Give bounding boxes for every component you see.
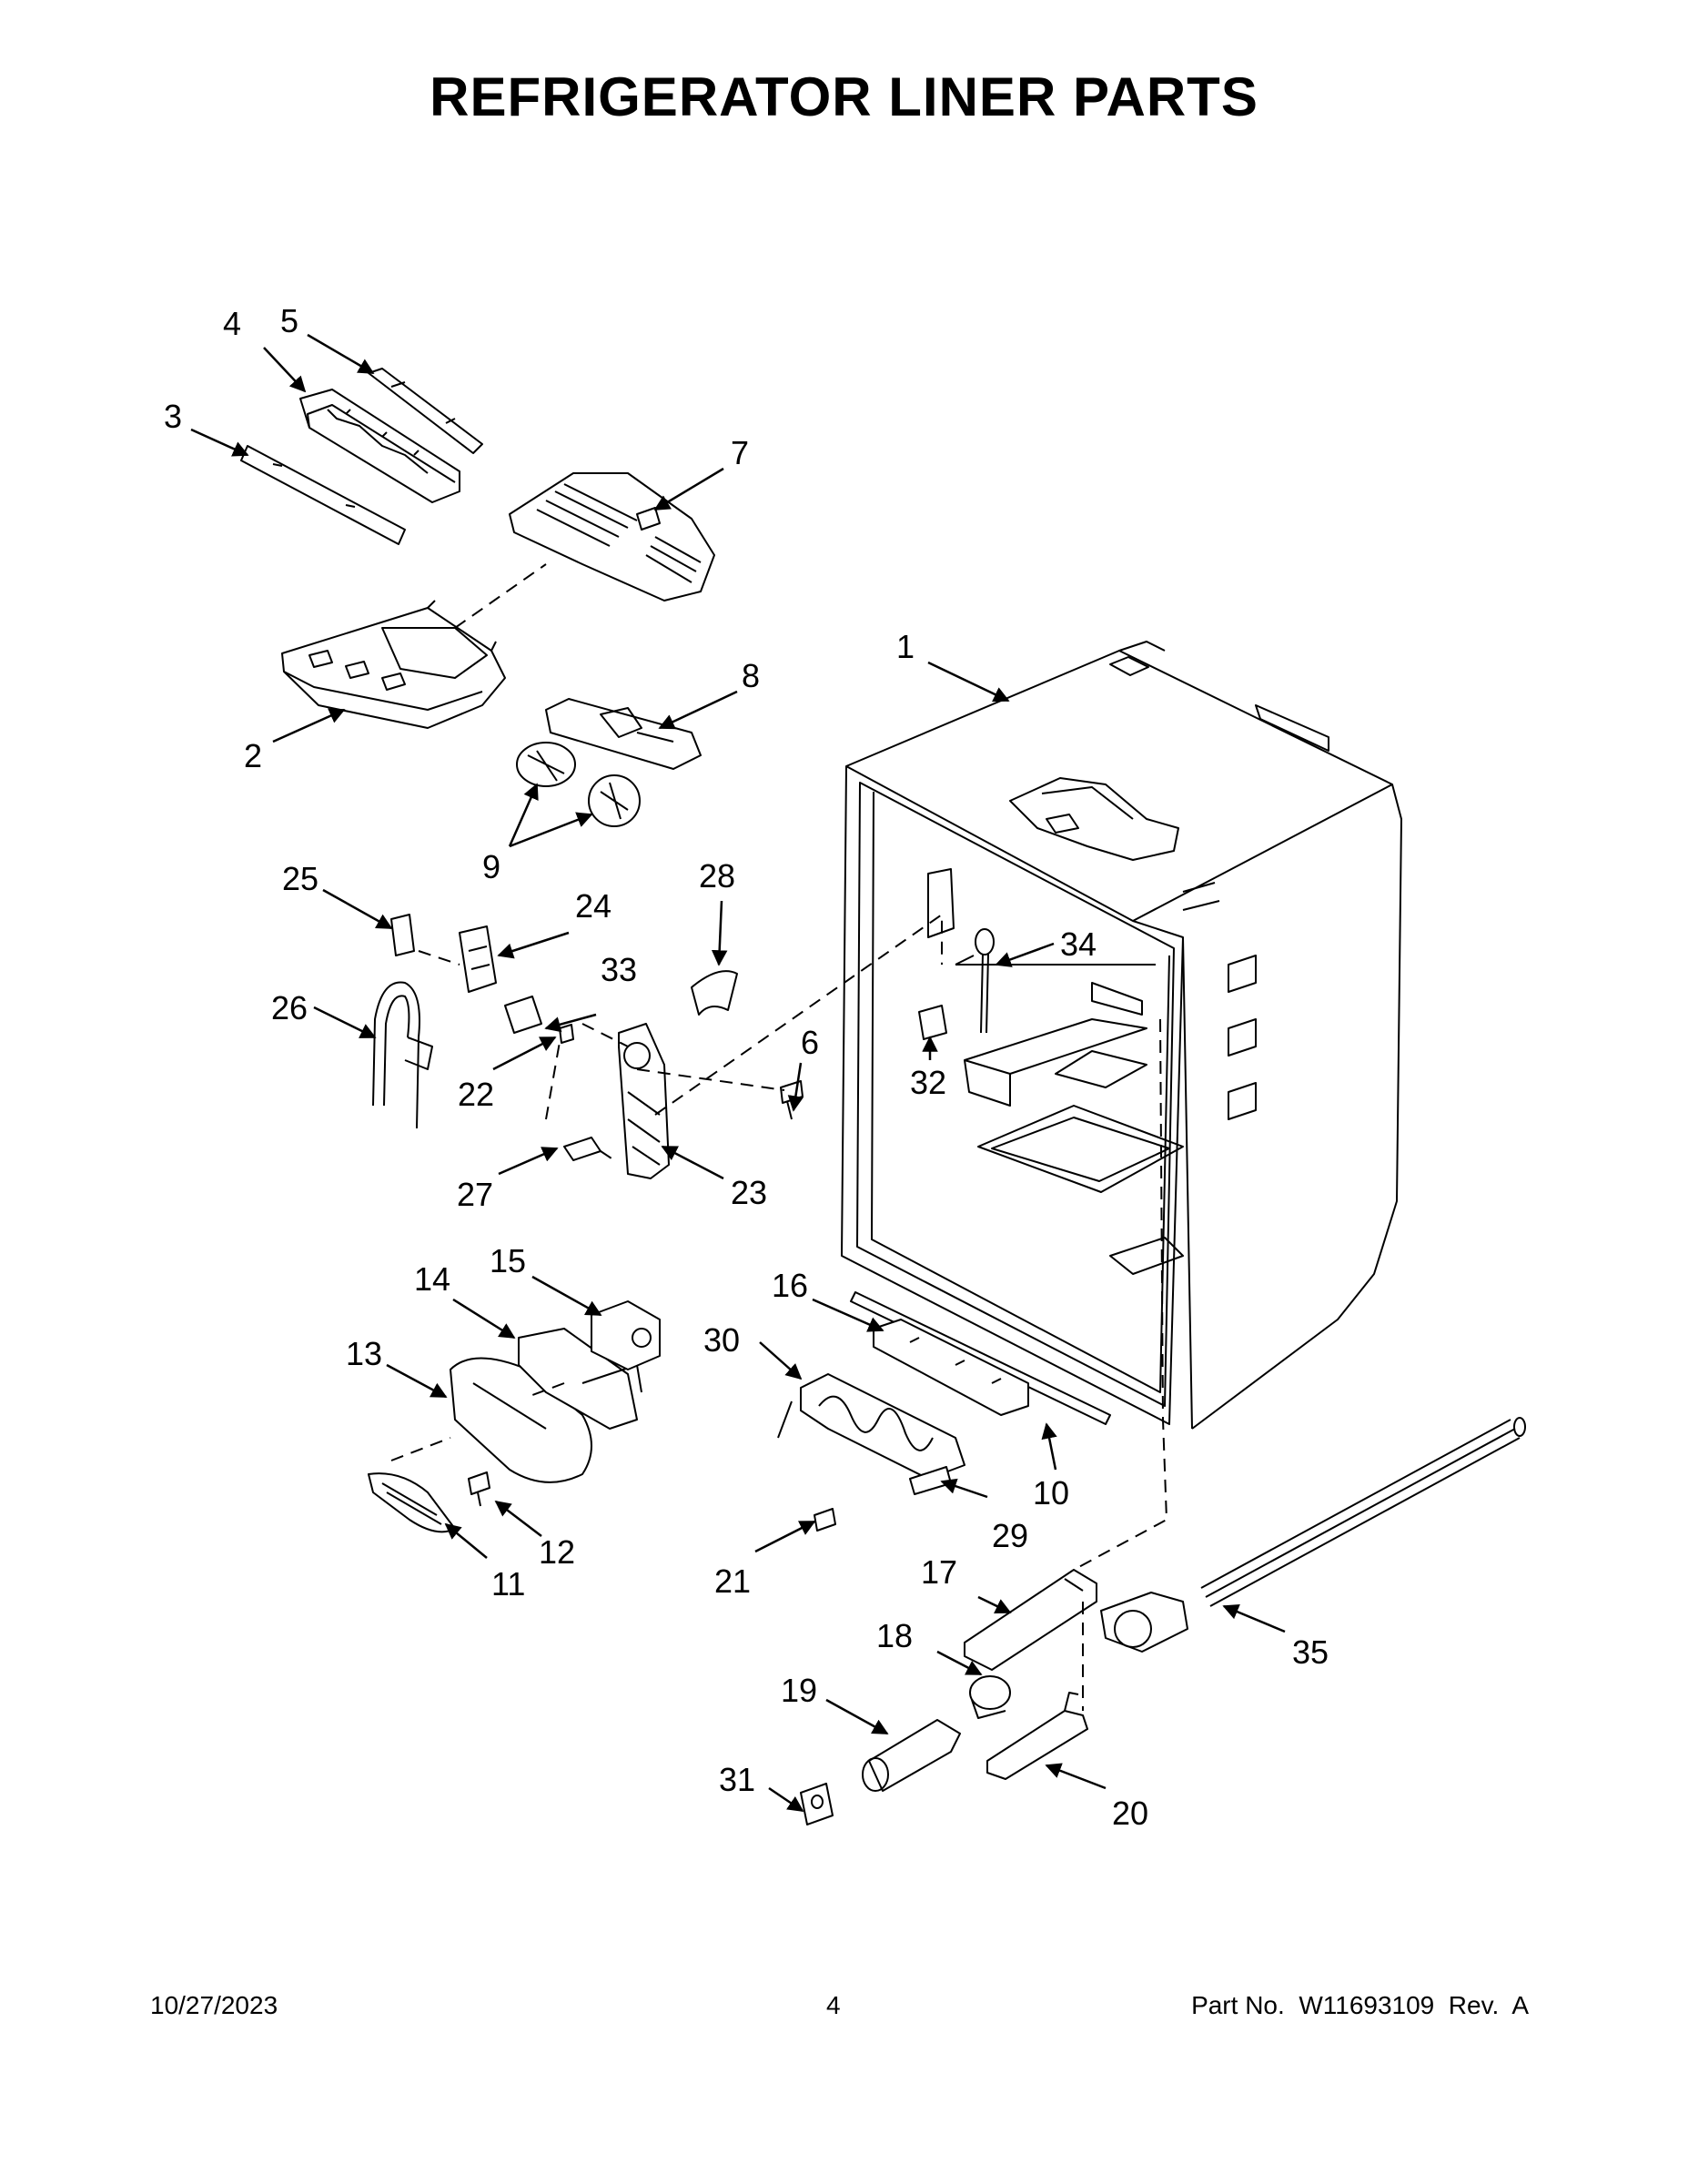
callout-28: 28 (699, 857, 735, 895)
part-21-screw (814, 1508, 836, 1532)
callout-16: 16 (772, 1267, 808, 1304)
callout-35: 35 (1292, 1633, 1329, 1671)
part-16-bracket (873, 1319, 1029, 1416)
callout-18: 18 (876, 1617, 913, 1654)
page-title: REFRIGERATOR LINER PARTS (430, 66, 1258, 127)
part-20-door (986, 1692, 1088, 1780)
part-8-damper-housing (545, 698, 702, 770)
callout-labels: 1 2 3 4 5 6 7 8 9 10 11 12 13 14 15 16 1… (164, 302, 1329, 1832)
part-1-liner (841, 641, 1402, 1430)
part-4-housing (299, 389, 460, 503)
part-24-bracket (459, 925, 497, 993)
part-35-tubing (1100, 1417, 1526, 1653)
callout-8: 8 (742, 657, 760, 694)
callout-30: 30 (703, 1321, 740, 1359)
callout-33: 33 (601, 951, 637, 988)
callout-29: 29 (992, 1517, 1028, 1554)
part-13-dispenser-housing (450, 1357, 592, 1483)
part-26-tube (372, 981, 433, 1129)
callout-5: 5 (280, 302, 298, 339)
callout-10: 10 (1033, 1474, 1069, 1512)
part-25-switch (390, 914, 415, 956)
callout-20: 20 (1112, 1795, 1148, 1832)
callout-4: 4 (223, 305, 241, 342)
part-12-screw (468, 1471, 490, 1507)
callout-34: 34 (1060, 925, 1097, 963)
part-28-gasket (691, 970, 738, 1016)
part-10-strip (850, 1291, 1111, 1425)
callout-17: 17 (921, 1553, 957, 1591)
footer-date: 10/27/2023 (150, 1991, 278, 2019)
part-11-grille (368, 1472, 456, 1533)
part-30-heater (777, 1373, 965, 1480)
callout-26: 26 (271, 989, 308, 1026)
callout-7: 7 (731, 434, 749, 471)
part-27-latch (563, 1137, 601, 1161)
part-15-module (591, 1300, 661, 1370)
part-5-strip (368, 368, 483, 454)
callout-32: 32 (910, 1064, 946, 1101)
callout-19: 19 (781, 1672, 817, 1709)
callout-6: 6 (801, 1024, 819, 1061)
callout-arrows (190, 333, 1286, 1813)
part-22-cap (559, 1024, 574, 1044)
footer-page-number: 4 (826, 1991, 841, 2019)
footer-part-number: Part No. W11693109 Rev. A (1191, 1991, 1529, 2019)
callout-21: 21 (714, 1562, 751, 1600)
part-31-clip (800, 1783, 834, 1825)
part-34-sensor (975, 928, 995, 1034)
callout-13: 13 (346, 1335, 382, 1372)
callout-3: 3 (164, 398, 182, 435)
callout-2: 2 (244, 737, 262, 774)
part-23-chute (618, 1023, 670, 1179)
part-9-fans (516, 742, 641, 827)
part-32-clip (918, 1005, 947, 1040)
callout-22: 22 (458, 1076, 494, 1113)
callout-15: 15 (490, 1242, 526, 1279)
callout-23: 23 (731, 1174, 767, 1211)
part-6-screw (780, 1080, 804, 1120)
part-17-bracket (964, 1569, 1097, 1671)
part-33-clip (504, 996, 542, 1034)
part-2-air-tower-cover (281, 600, 506, 729)
assembly-lines (390, 563, 1167, 1711)
part-18-ring (969, 1675, 1011, 1719)
callout-14: 14 (414, 1260, 450, 1298)
part-19-filter (862, 1719, 961, 1792)
callout-24: 24 (575, 887, 612, 925)
callout-31: 31 (719, 1761, 755, 1798)
callout-1: 1 (896, 628, 915, 665)
callout-9: 9 (482, 848, 500, 885)
callout-12: 12 (539, 1533, 575, 1571)
callout-25: 25 (282, 860, 318, 897)
callout-11: 11 (491, 1565, 525, 1603)
callout-27: 27 (457, 1176, 493, 1213)
